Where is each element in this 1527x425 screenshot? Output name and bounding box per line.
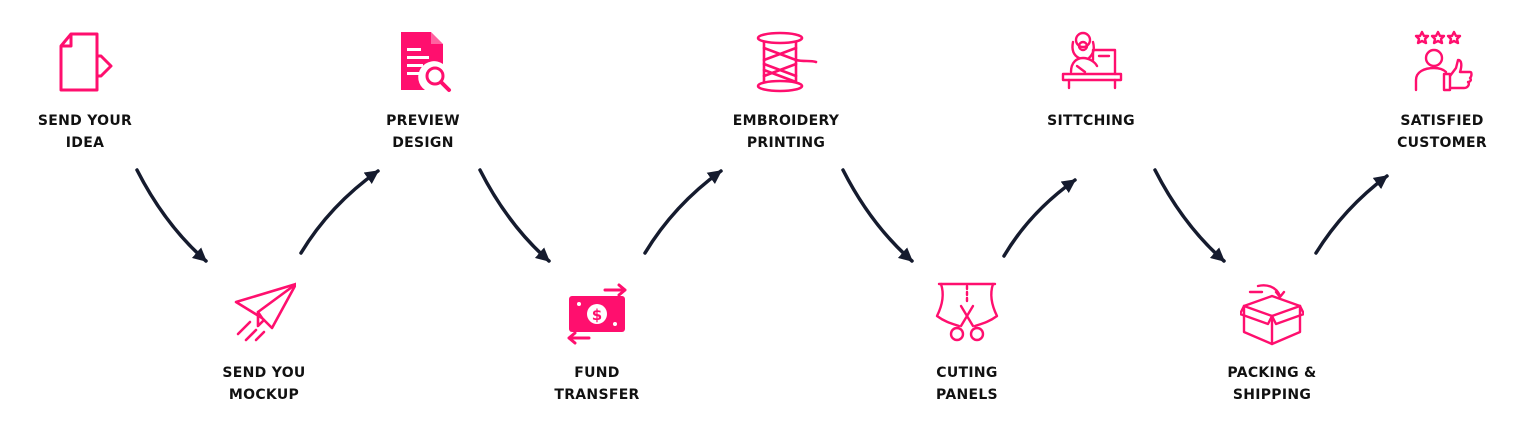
step-label: PACKING &SHIPPING (1227, 365, 1317, 403)
step-packing-shipping: PACKING &SHIPPING (1182, 282, 1362, 406)
sewing-machine-icon (1061, 31, 1123, 90)
document-send-icon (59, 32, 113, 92)
arrow-up-3 (1002, 178, 1077, 258)
step-label: SITTCHING (1047, 113, 1135, 129)
arrow-up-2 (643, 169, 723, 255)
arrow-down-3 (841, 168, 914, 263)
paper-plane-icon (234, 282, 296, 342)
arrow-up-4 (1314, 174, 1389, 255)
money-transfer-icon: $ (567, 283, 627, 345)
svg-text:$: $ (592, 306, 602, 324)
arrow-down-4 (1153, 168, 1226, 263)
document-search-icon (401, 32, 451, 92)
scissors-fabric-icon (935, 282, 999, 342)
arrow-down-2 (478, 168, 551, 263)
arrow-down-1 (135, 168, 208, 263)
step-sittching: SITTCHING (1001, 30, 1181, 132)
thread-spool-icon (756, 31, 818, 93)
arrow-up-1 (299, 169, 380, 255)
package-box-icon (1240, 284, 1304, 346)
satisfied-customer-icon (1414, 30, 1473, 92)
